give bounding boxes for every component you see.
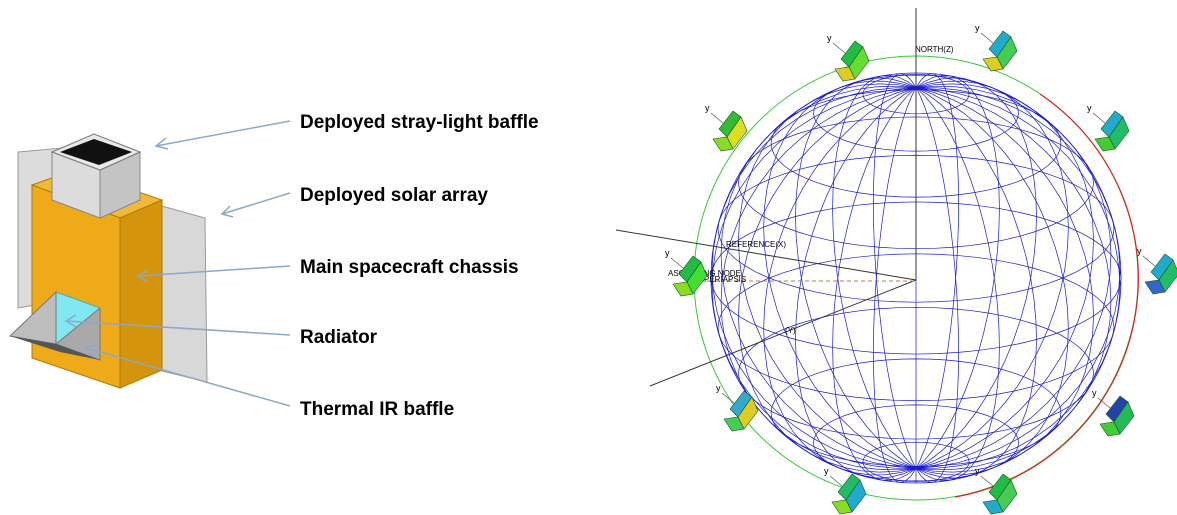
spacecraft-facet — [1144, 279, 1166, 295]
spacecraft-facet — [982, 56, 1004, 72]
label-thermal-ir-baffle: Thermal IR baffle — [300, 399, 454, 420]
thermal-ir-baffle-shadow — [10, 336, 100, 360]
baffle-opening — [60, 139, 132, 165]
spacecraft-y-axis — [1142, 255, 1156, 267]
arrowhead-main-chassis — [136, 269, 149, 283]
spacecraft-y-axis — [670, 257, 684, 269]
spacecraft-y-label: y — [716, 383, 721, 393]
orbit-spacecraft: y — [705, 103, 748, 152]
solar-array-right-panel — [157, 204, 208, 383]
spacecraft-y-label: y — [827, 33, 832, 43]
label-stray-light-baffle: Deployed stray-light baffle — [300, 112, 539, 133]
orbit-spacecraft: y — [1137, 246, 1177, 295]
spacecraft-y-axis — [980, 475, 994, 487]
arrow-main-chassis — [137, 265, 291, 277]
spacecraft-facet — [672, 281, 694, 297]
callout-arrows — [64, 120, 291, 407]
spacecraft-facet — [1099, 421, 1121, 437]
spacecraft-y-axis — [710, 112, 724, 124]
orbit-spacecraft: y — [824, 466, 867, 515]
spacecraft-facet — [831, 499, 853, 515]
spacecraft-y-axis — [1092, 112, 1106, 124]
arrowhead-thermal-ir-baffle — [84, 343, 98, 358]
spacecraft-y-axis — [832, 42, 846, 54]
spacecraft-y-label: y — [975, 466, 980, 476]
orbit-spacecraft: y — [716, 383, 759, 432]
spacecraft-y-label: y — [705, 103, 710, 113]
periapsis-label: PERIAPSIS — [704, 275, 746, 284]
spacecraft-y-axis — [829, 475, 843, 487]
y-axis-line — [649, 279, 917, 387]
arrowhead-radiator — [64, 314, 77, 328]
y-axis-label: (Y) — [785, 326, 796, 335]
spacecraft-y-axis — [980, 32, 994, 44]
spacecraft-facet — [982, 499, 1004, 515]
spacecraft-y-axis — [721, 392, 735, 404]
reference-x-axis-line — [615, 229, 917, 281]
orbit-spacecraft-group: y y y y y y y y y y — [665, 23, 1177, 515]
spacecraft-facet — [1094, 136, 1116, 152]
orbit-eclipse-arc — [954, 93, 1139, 498]
reference-axis-label: REFERENCE(X) — [726, 240, 786, 249]
label-radiator: Radiator — [300, 327, 378, 348]
orbit-spacecraft: y — [665, 248, 708, 297]
spacecraft-y-label: y — [975, 23, 980, 33]
arrow-solar-array — [221, 192, 291, 215]
arrowhead-stray-light-baffle — [154, 137, 169, 150]
label-main-chassis: Main spacecraft chassis — [300, 257, 519, 278]
arrowhead-solar-array — [220, 205, 234, 218]
orbit-spacecraft: y — [975, 23, 1018, 72]
meridian-line — [873, 73, 959, 483]
north-axis-label: NORTH(Z) — [915, 45, 954, 54]
callout-labels: Deployed stray-light baffle Deployed sol… — [300, 112, 539, 420]
orbit-spacecraft: y — [1087, 103, 1130, 152]
label-solar-array: Deployed solar array — [300, 185, 488, 206]
spacecraft-facet — [723, 416, 745, 432]
spacecraft-y-label: y — [824, 466, 829, 476]
orbit-spacecraft: y — [1092, 388, 1135, 437]
spacecraft-facet — [712, 136, 734, 152]
arrow-radiator — [65, 320, 291, 336]
spacecraft-y-label: y — [1137, 246, 1142, 256]
spacecraft-y-label: y — [1092, 388, 1097, 398]
spacecraft-y-label: y — [1087, 103, 1092, 113]
reference-axes — [615, 8, 917, 387]
arrow-stray-light-baffle — [155, 120, 291, 147]
orbit-spacecraft: y — [827, 33, 870, 82]
spacecraft-y-axis — [1097, 397, 1111, 409]
orbit-spacecraft: y — [975, 466, 1018, 515]
globe-wireframe — [710, 72, 1122, 484]
spacecraft-facet — [834, 66, 856, 82]
arrow-thermal-ir-baffle — [85, 347, 291, 407]
spacecraft-model — [8, 133, 208, 389]
spacecraft-y-label: y — [665, 248, 670, 258]
orbit-view: NORTH(Z) REFERENCE(X) ASCENDING NODE PER… — [615, 8, 1177, 515]
